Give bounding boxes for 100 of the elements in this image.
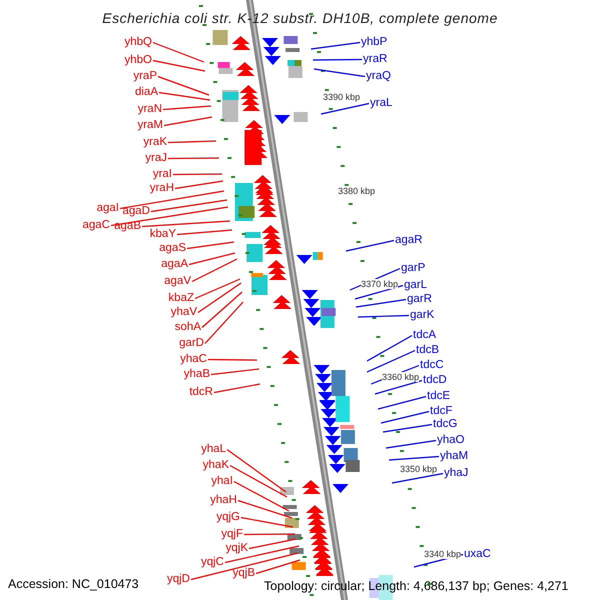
- genome-summary-text: Topology: circular; Length: 4,686,137 bp; Genes: 4,271: [264, 579, 568, 593]
- gene-label: tdcE: [427, 390, 450, 403]
- leader-line: [366, 334, 412, 362]
- leader-line: [238, 500, 292, 519]
- gene-label: agaR: [395, 234, 422, 247]
- leader-line: [224, 545, 300, 564]
- leader-line: [168, 157, 219, 160]
- leader-line: [314, 68, 366, 78]
- gene-label: yhaC: [180, 353, 207, 366]
- leader-line: [210, 368, 260, 376]
- leader-line: [248, 538, 296, 550]
- scale-label: 3370 kbp: [361, 279, 398, 289]
- gene-label: kbaY: [150, 228, 176, 241]
- gene-label: garL: [404, 279, 428, 292]
- gene-label: yqjF: [221, 528, 243, 541]
- leader-line: [378, 396, 426, 410]
- gene-label: yqjK: [226, 542, 248, 555]
- gene-label: yhaB: [184, 368, 210, 381]
- leader-line: [388, 456, 440, 461]
- gene-label: agaV: [164, 275, 191, 288]
- gene-label: agaI: [96, 202, 119, 215]
- gene-label: yqjD: [166, 573, 190, 586]
- gene-label: yraN: [138, 103, 162, 116]
- leader-line: [190, 552, 298, 580]
- gene-label: tdcA: [413, 329, 436, 342]
- leader-line: [164, 116, 212, 126]
- leader-line: [358, 314, 410, 318]
- leader-line: [214, 383, 260, 394]
- gene-label: yraK: [143, 136, 167, 149]
- gene-label: yraQ: [366, 70, 391, 83]
- leader-line: [152, 42, 204, 63]
- leader-line: [152, 60, 206, 72]
- leader-line: [202, 292, 242, 328]
- gene-label: agaC: [82, 219, 110, 232]
- gene-label: tdcF: [430, 405, 452, 418]
- leader-line: [186, 241, 234, 250]
- gene-label: tdcC: [420, 359, 444, 372]
- leader-line: [230, 464, 288, 498]
- gene-label: garP: [401, 262, 426, 275]
- leader-line: [204, 302, 244, 344]
- gene-label: yhbP: [361, 36, 388, 49]
- gene-label: yhaH: [210, 494, 237, 507]
- leader-line: [320, 102, 370, 115]
- gene-label: uxaC: [464, 548, 491, 561]
- leader-line: [386, 440, 436, 449]
- gene-label: yraP: [133, 70, 157, 83]
- leader-line: [176, 229, 232, 236]
- gene-label: yqjC: [200, 556, 224, 569]
- scale-label: 3340 kbp: [424, 549, 462, 559]
- leader-line: [120, 190, 224, 210]
- leader-line: [174, 180, 224, 190]
- gene-label: yhaO: [437, 434, 464, 447]
- gene-label: garD: [179, 337, 204, 350]
- gene-label: yhaM: [440, 450, 468, 463]
- leader-line: [198, 282, 242, 313]
- gene-label: yhaJ: [444, 467, 468, 480]
- leader-line: [382, 424, 432, 433]
- accession-text: Accession: NC_010473: [8, 577, 139, 591]
- leader-line: [194, 278, 240, 300]
- gene-label: yraL: [370, 97, 392, 110]
- gene-label: tdcB: [416, 344, 440, 357]
- leader-line: [173, 173, 222, 176]
- leader-line: [192, 258, 238, 282]
- gene-label: yraI: [152, 168, 172, 181]
- leader-line: [150, 199, 228, 212]
- leader-line: [110, 206, 228, 226]
- leader-line: [313, 58, 362, 61]
- gene-label: yhbO: [124, 54, 152, 67]
- leader-line: [354, 284, 404, 300]
- gene-label: yhbQ: [124, 36, 152, 49]
- gene-label: diaA: [134, 86, 158, 99]
- leader-line: [346, 240, 394, 252]
- gene-label: yqjB: [232, 567, 255, 580]
- gene-label: yhaI: [211, 475, 233, 488]
- gene-label: yhaL: [201, 443, 226, 456]
- gene-label: kbaZ: [168, 292, 194, 305]
- leader-line: [392, 472, 444, 484]
- map-title: Escherichia coli str. K-12 substr. DH10B, complete genome: [101, 10, 499, 26]
- gene-label: yraH: [150, 182, 174, 195]
- gene-label: tdcD: [423, 374, 447, 387]
- leader-line: [158, 76, 210, 96]
- leader-line: [356, 298, 406, 308]
- scale-label: 3390 kbp: [323, 92, 360, 102]
- leader-line: [366, 350, 416, 373]
- gene-label: yhaK: [202, 459, 229, 472]
- leader-line: [240, 516, 294, 528]
- gene-label: yraJ: [145, 152, 167, 165]
- leader-line: [162, 105, 212, 110]
- leader-line: [188, 252, 236, 266]
- gene-label: garR: [407, 293, 432, 306]
- leader-line: [158, 92, 210, 101]
- gene-label: garK: [410, 309, 434, 322]
- gene-label: yhaV: [170, 306, 197, 319]
- leader-line: [256, 559, 300, 574]
- gene-label: yraM: [137, 119, 163, 132]
- leader-line: [208, 358, 257, 361]
- leader-line: [142, 220, 230, 228]
- leader-line: [234, 480, 290, 512]
- scale-label: 3360 kbp: [382, 372, 420, 382]
- gene-label: agaS: [159, 242, 186, 255]
